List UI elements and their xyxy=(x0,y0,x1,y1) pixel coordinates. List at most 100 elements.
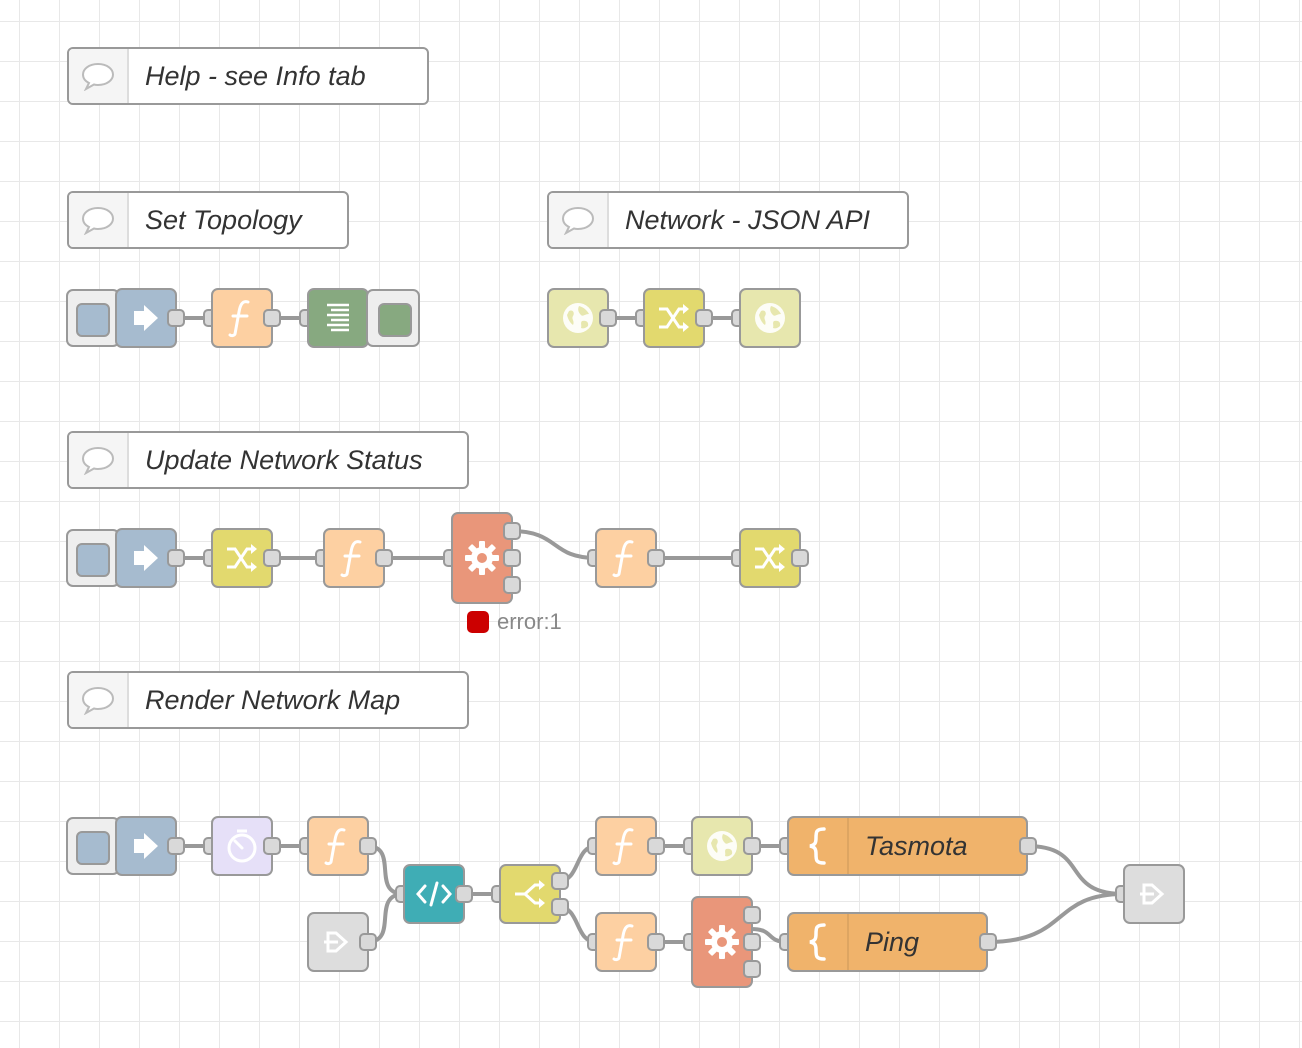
comment-help[interactable]: Help - see Info tab xyxy=(67,47,429,105)
comment-network-json-api[interactable]: Network - JSON API xyxy=(547,191,909,249)
change-node[interactable] xyxy=(211,528,273,588)
function-icon xyxy=(324,828,346,866)
link-out-node[interactable] xyxy=(1123,864,1185,924)
comment-set-topology[interactable]: Set Topology xyxy=(67,191,349,249)
output-port-1[interactable] xyxy=(551,872,569,890)
link-in-icon xyxy=(324,931,349,953)
split-node[interactable] xyxy=(499,864,561,924)
html-node[interactable] xyxy=(403,864,465,924)
exec-status-text: error:1 xyxy=(497,609,562,634)
output-port[interactable] xyxy=(647,933,665,951)
file-lines-icon xyxy=(327,303,349,332)
output-port[interactable] xyxy=(647,837,665,855)
output-port[interactable] xyxy=(359,933,377,951)
output-port-rc[interactable] xyxy=(743,960,761,978)
inject-trigger-button[interactable] xyxy=(66,817,120,875)
comment-icon xyxy=(69,673,129,727)
function-icon xyxy=(612,924,634,962)
comment-label: Render Network Map xyxy=(145,684,401,715)
shuffle-icon xyxy=(227,544,257,572)
http-request-node[interactable] xyxy=(691,816,753,876)
comment-render-network-map[interactable]: Render Network Map xyxy=(67,671,469,729)
output-port[interactable] xyxy=(979,933,997,951)
file-toggle-button[interactable] xyxy=(366,289,420,347)
gear-icon xyxy=(705,925,739,959)
http-in-node[interactable] xyxy=(547,288,609,348)
comment-update-network-status[interactable]: Update Network Status xyxy=(67,431,469,489)
output-port-2[interactable] xyxy=(551,898,569,916)
function-icon xyxy=(612,828,634,866)
output-port[interactable] xyxy=(647,549,665,567)
shuffle-icon xyxy=(659,304,689,332)
comment-label: Help - see Info tab xyxy=(145,60,366,91)
output-port[interactable] xyxy=(375,549,393,567)
gear-icon xyxy=(465,541,499,575)
inject-node[interactable] xyxy=(115,816,177,876)
function-node[interactable] xyxy=(307,816,369,876)
change-node[interactable] xyxy=(739,528,801,588)
inject-node[interactable] xyxy=(115,528,177,588)
comment-label: Update Network Status xyxy=(145,444,423,475)
exec-node[interactable] xyxy=(691,896,753,988)
output-port-stdout[interactable] xyxy=(503,522,521,540)
link-in-node[interactable] xyxy=(307,912,369,972)
function-icon xyxy=(612,540,634,578)
file-node[interactable] xyxy=(307,288,369,348)
output-port-stderr[interactable] xyxy=(743,933,761,951)
link-out-icon xyxy=(1140,883,1165,905)
template-node-ping[interactable]: Ping xyxy=(787,912,988,972)
arrow-in-icon xyxy=(134,305,158,331)
output-port-stdout[interactable] xyxy=(743,906,761,924)
code-icon xyxy=(416,881,452,907)
output-port[interactable] xyxy=(263,309,281,327)
comment-icon xyxy=(69,433,129,487)
error-status-icon xyxy=(467,611,489,633)
comment-label: Network - JSON API xyxy=(625,204,871,235)
output-port[interactable] xyxy=(599,309,617,327)
output-port[interactable] xyxy=(263,837,281,855)
template-brace-icon xyxy=(789,914,849,970)
inject-trigger-button[interactable] xyxy=(66,289,120,347)
comment-icon xyxy=(69,193,129,247)
function-icon xyxy=(228,300,250,338)
comment-label: Set Topology xyxy=(145,204,302,235)
template-brace-icon xyxy=(789,818,849,874)
comment-icon xyxy=(549,193,609,247)
delay-node[interactable] xyxy=(211,816,273,876)
output-port[interactable] xyxy=(167,837,185,855)
arrow-in-icon xyxy=(134,545,158,571)
output-port[interactable] xyxy=(167,549,185,567)
inject-trigger-button[interactable] xyxy=(66,529,120,587)
globe-icon xyxy=(707,831,737,861)
template-node-label: Tasmota xyxy=(865,830,968,861)
output-port-rc[interactable] xyxy=(503,576,521,594)
timer-icon xyxy=(227,829,257,863)
output-port[interactable] xyxy=(743,837,761,855)
http-response-node[interactable] xyxy=(739,288,801,348)
exec-status: error:1 xyxy=(467,609,562,635)
output-port[interactable] xyxy=(695,309,713,327)
function-node[interactable] xyxy=(595,912,657,972)
output-port[interactable] xyxy=(1019,837,1037,855)
globe-icon xyxy=(755,303,785,333)
inject-node[interactable] xyxy=(115,288,177,348)
template-node-tasmota[interactable]: Tasmota xyxy=(787,816,1028,876)
output-port[interactable] xyxy=(263,549,281,567)
output-port-stderr[interactable] xyxy=(503,549,521,567)
function-node[interactable] xyxy=(211,288,273,348)
shuffle-icon xyxy=(755,544,785,572)
change-node[interactable] xyxy=(643,288,705,348)
function-icon xyxy=(340,540,362,578)
exec-node[interactable] xyxy=(451,512,513,604)
output-port[interactable] xyxy=(791,549,809,567)
output-port[interactable] xyxy=(359,837,377,855)
globe-icon xyxy=(563,303,593,333)
function-node[interactable] xyxy=(595,816,657,876)
output-port[interactable] xyxy=(455,885,473,903)
template-node-label: Ping xyxy=(865,926,920,957)
comment-icon xyxy=(69,49,129,103)
split-icon xyxy=(515,880,545,908)
output-port[interactable] xyxy=(167,309,185,327)
